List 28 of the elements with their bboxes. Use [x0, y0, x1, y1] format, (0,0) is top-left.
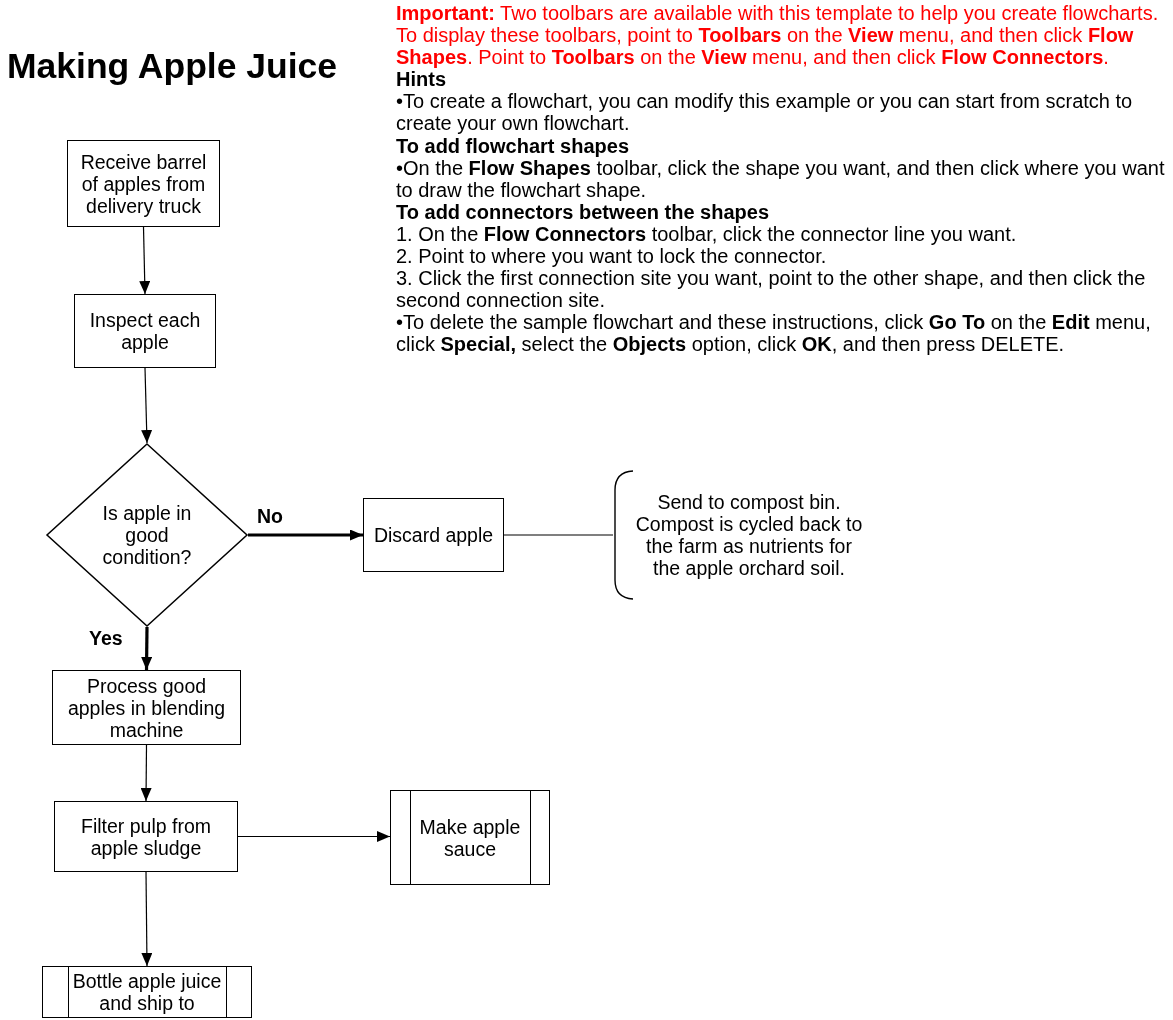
subprocess-step: Make apple sauce	[390, 790, 550, 885]
arrow	[141, 871, 153, 967]
section-heading: To add connectors between the shapes	[396, 200, 771, 223]
instruction-text: 1. On the Flow Connectors toolbar, click the connector line you want.	[396, 222, 1018, 246]
decision-diamond: Is apple in good condition?	[46, 443, 248, 627]
process-step: Receive barrel of apples from delivery truck	[67, 140, 220, 227]
process-step: Discard apple	[363, 498, 504, 572]
arrow	[140, 744, 152, 802]
arrow	[237, 831, 391, 842]
instruction-text: 2. Point to where you want to lock the connector.	[396, 245, 828, 268]
connector-line	[503, 534, 614, 536]
important-note: Important: Two toolbars are available with this template to help you create flowcharts. To display these toolbars, point to Toolbars on the View menu, and then click Flow Shapes. Point to Toolbars on the View menu, and then click Flow Connectors.	[396, 2, 1160, 69]
section-heading: To add flowchart shapes	[396, 134, 630, 157]
instruction-text: •To create a flowchart, you can modify this example or you can start from scratch to create your own flowchart.	[396, 90, 1134, 135]
arrow	[139, 226, 151, 295]
arrow	[248, 529, 363, 541]
diagram-title: Making Apple Juice	[7, 48, 338, 84]
instruction-text: •To delete the sample flowchart and these instructions, click Go To on the Edit menu, click Special, select the Objects option, click OK, and then press DELETE.	[396, 311, 1152, 356]
arrow	[141, 367, 153, 444]
instruction-text: •On the Flow Shapes toolbar, click the shape you want, and then click where you want to draw the flowchart shape.	[396, 156, 1166, 201]
process-step: Process good apples in blending machine	[52, 670, 241, 745]
process-step: Filter pulp from apple sludge	[54, 801, 238, 872]
instruction-text: 3. Click the first connection site you want, point to the other shape, and then click the second connection site.	[396, 267, 1147, 312]
annotation-note: Send to compost bin. Compost is cycled back to the farm as nutrients for the apple orchard soil.	[613, 470, 888, 600]
arrow	[141, 627, 153, 670]
subprocess-step: Bottle apple juice and ship to	[42, 966, 252, 1018]
process-step: Inspect each apple	[74, 294, 216, 368]
section-heading: Hints	[396, 68, 447, 91]
